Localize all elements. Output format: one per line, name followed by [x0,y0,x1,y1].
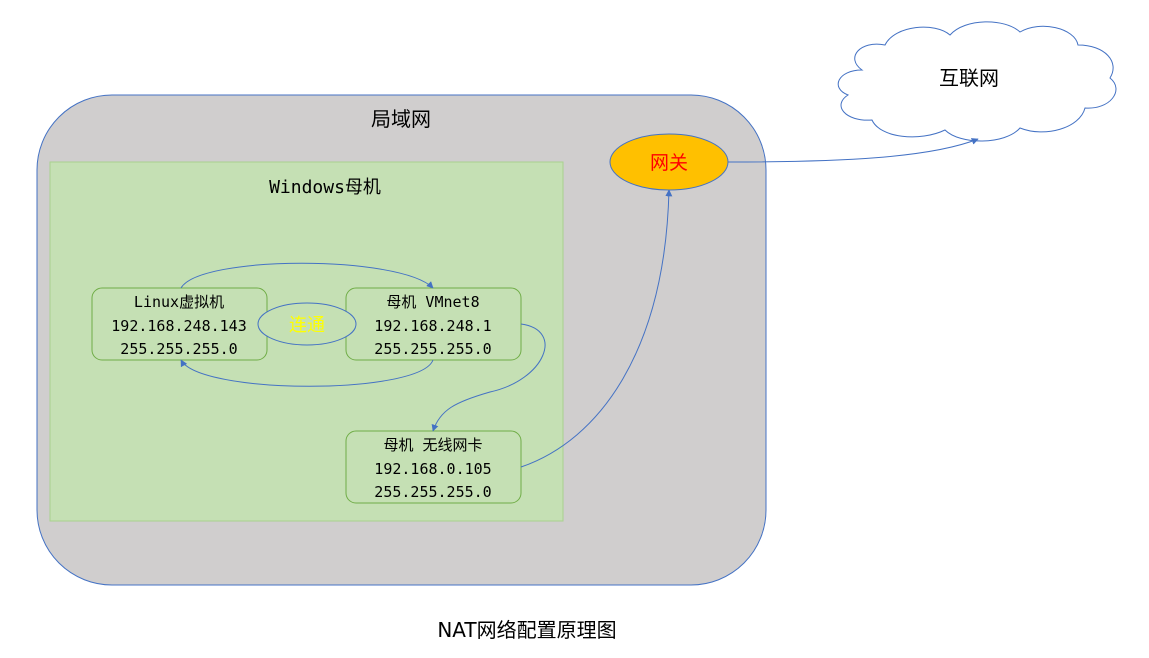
arrow-vmnet8-to-wireless [431,323,546,432]
arrow-vmnet8-to-linux [180,359,434,387]
arrow-linux-to-vmnet8 [180,262,434,289]
linux-vm-title: Linux虚拟机 [134,293,224,311]
wireless-title: 母机 无线网卡 [383,436,482,454]
lan-label: 局域网 [371,107,431,131]
vmnet8-mask: 255.255.255.0 [374,340,491,358]
gateway-label: 网关 [650,152,688,174]
vmnet8-ip: 192.168.248.1 [374,317,491,335]
arrow-wireless-to-gateway [520,189,673,468]
wireless-mask: 255.255.255.0 [374,483,491,501]
host-label: Windows母机 [269,177,381,198]
wireless-nic-node: 母机 无线网卡 192.168.0.105 255.255.255.0 [345,430,522,504]
wireless-ip: 192.168.0.105 [374,460,491,478]
arrow-gateway-to-internet [727,138,979,163]
linux-vm-ip: 192.168.248.143 [111,317,246,335]
linux-vm-mask: 255.255.255.0 [120,340,237,358]
vmnet8-title: 母机 VMnet8 [386,293,479,311]
internet-label: 互联网 [939,66,999,90]
diagram-caption: NAT网络配置原理图 [437,618,616,642]
internet-cloud: 互联网 [837,21,1117,142]
linux-vm-node: Linux虚拟机 192.168.248.143 255.255.255.0 [91,287,268,361]
vmnet8-node: 母机 VMnet8 192.168.248.1 255.255.255.0 [345,287,522,361]
connected-label: 连通 [289,315,325,336]
connected-ellipse [257,302,357,346]
